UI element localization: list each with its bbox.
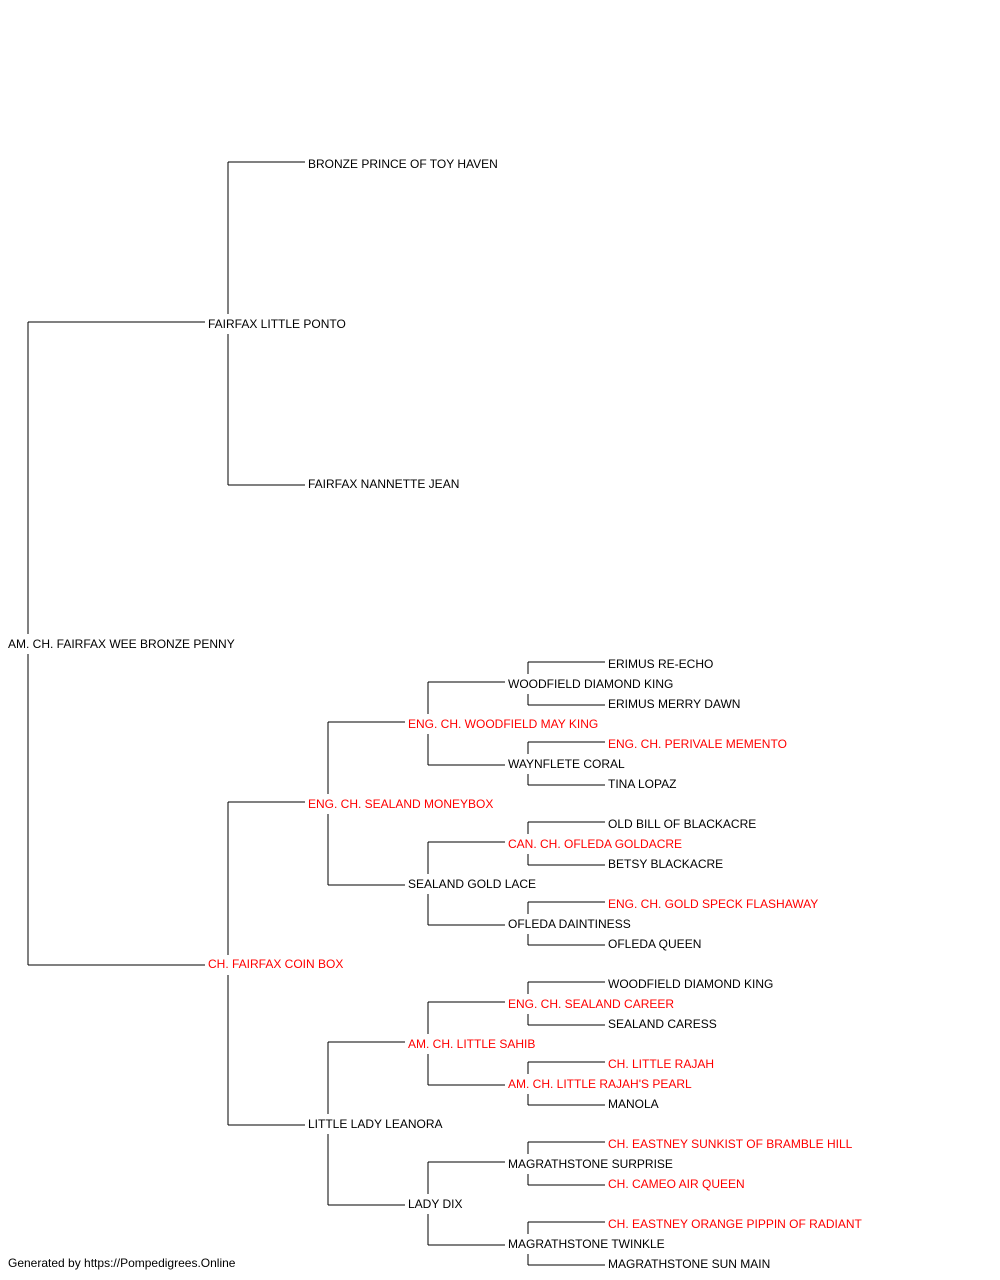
g5-name: CH. LITTLE RAJAH (608, 1057, 714, 1071)
ds-sire-name: ENG. CH. WOODFIELD MAY KING (408, 717, 598, 731)
g5-name: ERIMUS RE-ECHO (608, 657, 713, 671)
subject-name: AM. CH. FAIRFAX WEE BRONZE PENNY (8, 637, 235, 651)
dd-dam-name: LADY DIX (408, 1197, 462, 1211)
g5-name: CH. EASTNEY ORANGE PIPPIN OF RADIANT (608, 1217, 862, 1231)
connector-lines (27, 161, 605, 1266)
g5-name: CH. EASTNEY SUNKIST OF BRAMBLE HILL (608, 1137, 853, 1151)
dss-sire-name: WOODFIELD DIAMOND KING (508, 677, 673, 691)
g5-name: OFLEDA QUEEN (608, 937, 701, 951)
dds-dam-name: AM. CH. LITTLE RAJAH'S PEARL (508, 1077, 692, 1091)
dss-dam-name: WAYNFLETE CORAL (508, 757, 625, 771)
g5-name: ERIMUS MERRY DAWN (608, 697, 740, 711)
dam-name: CH. FAIRFAX COIN BOX (208, 957, 343, 971)
g5-name: SEALAND CARESS (608, 1017, 717, 1031)
sire-sire-name: BRONZE PRINCE OF TOY HAVEN (308, 157, 498, 171)
sire-name: FAIRFAX LITTLE PONTO (208, 317, 346, 331)
g5-name: OLD BILL OF BLACKACRE (608, 817, 756, 831)
g5-name: CH. CAMEO AIR QUEEN (608, 1177, 745, 1191)
dam-dam-name: LITTLE LADY LEANORA (308, 1117, 443, 1131)
footer-credit: Generated by https://Pompedigrees.Online (8, 1256, 236, 1270)
g5-name: ENG. CH. GOLD SPECK FLASHAWAY (608, 897, 818, 911)
g5-name: ENG. CH. PERIVALE MEMENTO (608, 737, 787, 751)
g5-name: MAGRATHSTONE SUN MAIN (608, 1257, 770, 1271)
dd-sire-name: AM. CH. LITTLE SAHIB (408, 1037, 535, 1051)
ddd-dam-name: MAGRATHSTONE TWINKLE (508, 1237, 665, 1251)
pedigree-names: AM. CH. FAIRFAX WEE BRONZE PENNY FAIRFAX… (8, 157, 862, 1271)
g5-name: TINA LOPAZ (608, 777, 676, 791)
g5-name: BETSY BLACKACRE (608, 857, 723, 871)
dsd-sire-name: CAN. CH. OFLEDA GOLDACRE (508, 837, 682, 851)
g5-name: MANOLA (608, 1097, 659, 1111)
dam-sire-name: ENG. CH. SEALAND MONEYBOX (308, 797, 493, 811)
ds-dam-name: SEALAND GOLD LACE (408, 877, 536, 891)
ddd-sire-name: MAGRATHSTONE SURPRISE (508, 1157, 673, 1171)
sire-dam-name: FAIRFAX NANNETTE JEAN (308, 477, 459, 491)
g5-name: WOODFIELD DIAMOND KING (608, 977, 773, 991)
dds-sire-name: ENG. CH. SEALAND CAREER (508, 997, 674, 1011)
dsd-dam-name: OFLEDA DAINTINESS (508, 917, 631, 931)
